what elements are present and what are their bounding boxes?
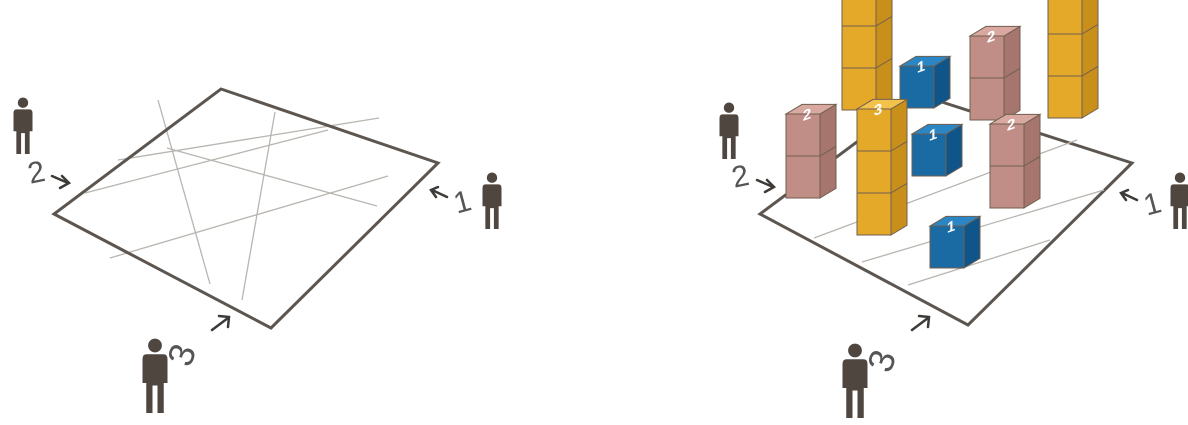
- tower-block-seam: [890, 140, 908, 152]
- grid-inner-line: [109, 175, 389, 259]
- tower-block-seam: [819, 145, 837, 157]
- tower-label: 2: [803, 105, 811, 124]
- tower-top-face: [988, 113, 1042, 125]
- tower-top-face: [855, 98, 909, 110]
- arrow-icon: [50, 174, 72, 190]
- tower-top-face: [928, 215, 982, 227]
- arrow-icon: [210, 314, 231, 332]
- tower-height-2: 2: [968, 25, 1022, 121]
- clue-left-2: 2: [13, 97, 72, 191]
- tower-block-seam: [875, 15, 893, 27]
- clue-right-2: 2: [719, 102, 777, 195]
- tower-front-face: [856, 108, 892, 236]
- tower-top-face: [784, 103, 838, 115]
- tower-height-3: 3: [841, 0, 893, 111]
- grid-inner-line: [84, 129, 329, 194]
- tower-height-2: 2: [988, 113, 1042, 209]
- clue-number: 1: [450, 184, 475, 220]
- tower-height-1: 1: [910, 123, 964, 177]
- tower-top-face: [910, 123, 964, 135]
- person-icon: [1170, 172, 1188, 229]
- right-puzzle: 3 1 2 3 2 3 1 2 1 2 1 3: [719, 0, 1188, 418]
- tower-layer: 3 1 2 3 2 3 1 2 1: [784, 0, 1099, 269]
- tower-block-seam: [875, 57, 893, 69]
- left-puzzle: 2 1 3: [13, 87, 502, 413]
- tower-height-3: 3: [1047, 0, 1099, 119]
- tower-label: 1: [929, 125, 938, 145]
- tower-block-seam: [890, 182, 908, 194]
- person-icon: [719, 102, 739, 159]
- clue-right-1: 1: [1119, 172, 1188, 229]
- grid-inner-line: [166, 147, 378, 207]
- tower-block-seam: [1003, 67, 1021, 79]
- tower-side-face: [875, 0, 893, 111]
- tower-label: 2: [1007, 115, 1015, 134]
- clue-left-1: 1: [429, 172, 502, 229]
- clue-right-3: 3: [842, 314, 931, 418]
- person-icon: [482, 172, 502, 229]
- tower-block-seam: [1081, 23, 1099, 35]
- arrow-icon: [429, 185, 449, 199]
- tower-label: 1: [917, 57, 926, 77]
- clue-number: 2: [25, 155, 48, 191]
- arrow-icon: [755, 178, 777, 194]
- clue-number: 1: [1140, 186, 1165, 222]
- grid-inner-line: [907, 239, 1051, 286]
- grid-inner-line: [157, 99, 211, 285]
- clue-left-3: 3: [142, 314, 231, 413]
- tower-height-1: 1: [928, 215, 982, 269]
- grid-inner-line: [117, 117, 380, 161]
- tower-front-face: [1047, 0, 1083, 119]
- arrow-icon: [1119, 188, 1139, 202]
- grid-inner-line: [861, 189, 1105, 263]
- tower-top-face: [898, 55, 952, 67]
- tower-top-face: [968, 25, 1022, 37]
- person-icon: [13, 97, 33, 154]
- clue-number: 2: [729, 159, 752, 195]
- tower-block-seam: [1023, 155, 1041, 167]
- grid-inner-line: [241, 111, 276, 301]
- left-grid: [51, 87, 441, 330]
- tower-height-2: 2: [784, 103, 838, 199]
- tower-front-face: [841, 0, 877, 111]
- tower-height-3: 3: [855, 98, 909, 236]
- grid-border: [51, 87, 441, 330]
- tower-block-seam: [1081, 65, 1099, 77]
- tower-label: 2: [987, 27, 995, 46]
- tower-side-face: [1081, 0, 1099, 119]
- tower-label: 3: [874, 100, 883, 120]
- tower-height-1: 1: [898, 55, 952, 109]
- tower-label: 1: [947, 217, 956, 237]
- tower-side-face: [890, 98, 908, 236]
- arrow-icon: [910, 314, 931, 332]
